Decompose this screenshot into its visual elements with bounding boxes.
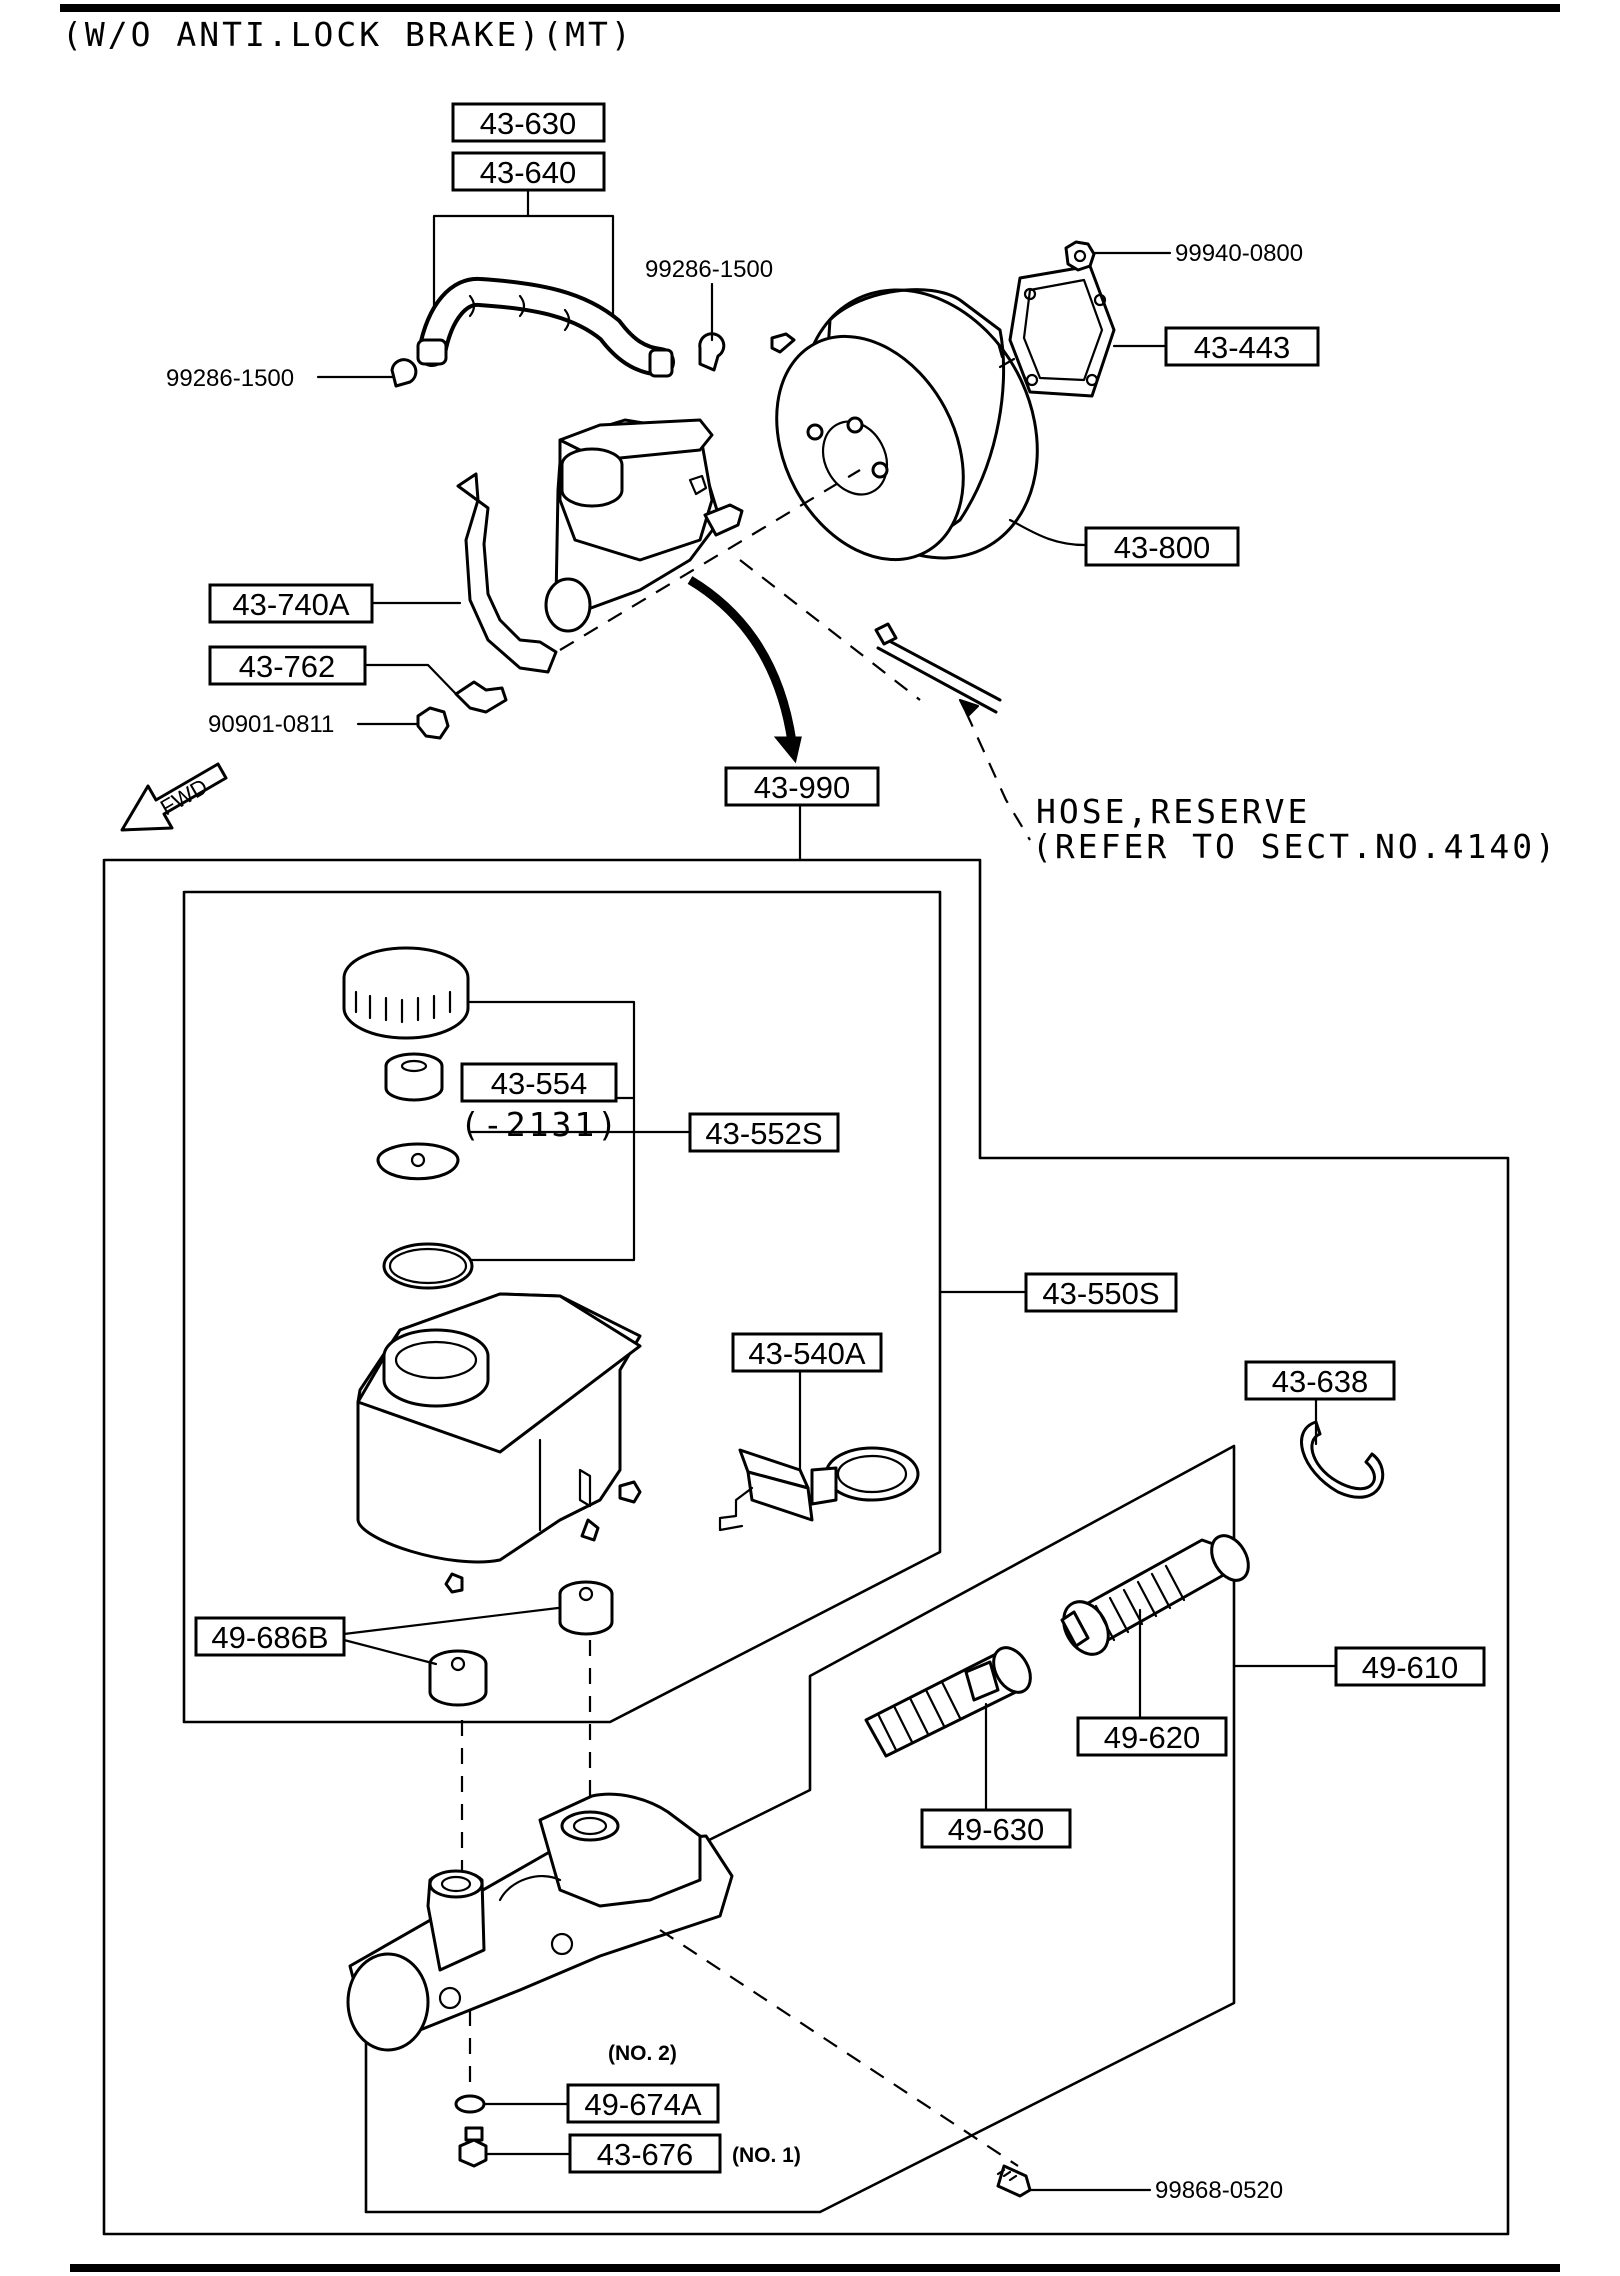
bracket-43-762 — [454, 680, 508, 714]
label-49-610: 49-610 — [1334, 1646, 1486, 1687]
label-43-640: 43-640 — [451, 151, 606, 192]
label-49-620: 49-620 — [1076, 1716, 1228, 1757]
bolt-99868 — [996, 2164, 1032, 2198]
label-43-990: 43-990 — [724, 766, 880, 807]
grommet-rear — [558, 1580, 614, 1636]
primary-piston — [1060, 1534, 1250, 1656]
label-43-554-note: (-2131) — [460, 1105, 620, 1144]
label-43-800: 43-800 — [1084, 526, 1240, 567]
svg-text:43-540A: 43-540A — [748, 1336, 866, 1371]
svg-text:43-762: 43-762 — [239, 649, 336, 684]
label-43-443: 43-443 — [1164, 326, 1320, 367]
note-hose-reserve: HOSE,RESERVE — [1036, 792, 1310, 831]
nut-99940 — [1064, 240, 1096, 272]
svg-text:49-674A: 49-674A — [584, 2087, 702, 2122]
label-43-554: 43-554 — [460, 1062, 618, 1103]
label-99940-0800: 99940-0800 — [1175, 240, 1303, 267]
booster-gasket — [1008, 264, 1116, 398]
diagram-title: (W/O ANTI.LOCK BRAKE)(MT) — [62, 15, 634, 54]
label-49-674a: 49-674A — [566, 2083, 720, 2124]
frame-cylinder — [364, 1444, 1236, 2214]
label-43-762: 43-762 — [208, 645, 367, 686]
label-no-2: (NO. 2) — [608, 2042, 677, 2065]
svg-text:43-640: 43-640 — [480, 155, 577, 190]
hose-clamp-left — [390, 358, 418, 388]
bleeder-screw-43-676 — [458, 2126, 488, 2168]
grommet-front — [428, 1649, 488, 1707]
hose-reserve — [874, 622, 1002, 714]
svg-text:49-610: 49-610 — [1362, 1650, 1459, 1685]
svg-text:43-630: 43-630 — [480, 106, 577, 141]
label-43-676: 43-676 — [568, 2133, 722, 2174]
master-cylinder-body — [346, 1792, 734, 2052]
label-43-638: 43-638 — [1244, 1360, 1396, 1401]
svg-text:49-630: 49-630 — [948, 1812, 1045, 1847]
svg-text:43-990: 43-990 — [754, 770, 851, 805]
o-ring-49-674a — [454, 2094, 486, 2114]
svg-text:49-620: 49-620 — [1104, 1720, 1201, 1755]
diaphragm — [376, 1142, 460, 1181]
label-99286-1500-right: 99286-1500 — [645, 256, 773, 283]
note-refer-section: (REFER TO SECT.NO.4140) — [1032, 827, 1558, 866]
hose-clamp-right — [698, 332, 726, 372]
strainer-43-554 — [384, 1052, 444, 1102]
o-ring — [382, 1242, 474, 1290]
svg-text:43-550S: 43-550S — [1042, 1276, 1159, 1311]
bracket-43-740a — [456, 472, 558, 674]
svg-text:49-686B: 49-686B — [211, 1620, 328, 1655]
level-switch — [718, 1446, 920, 1532]
reservoir-tank — [356, 1292, 642, 1594]
frame-outer — [102, 858, 1510, 2236]
svg-text:43-676: 43-676 — [597, 2137, 694, 2172]
label-43-550s: 43-550S — [1024, 1272, 1178, 1313]
label-99868-0520: 99868-0520 — [1155, 2177, 1283, 2204]
label-49-686b: 49-686B — [194, 1616, 346, 1657]
label-43-630: 43-630 — [451, 102, 606, 143]
label-49-630: 49-630 — [920, 1808, 1072, 1849]
label-no-1: (NO. 1) — [732, 2144, 801, 2167]
label-43-552s: 43-552S — [688, 1112, 840, 1153]
svg-text:43-800: 43-800 — [1114, 530, 1211, 565]
vacuum-hose — [416, 276, 675, 378]
secondary-piston — [864, 1646, 1032, 1758]
svg-text:43-554: 43-554 — [491, 1066, 588, 1101]
snap-ring — [1300, 1420, 1385, 1499]
svg-text:43-740A: 43-740A — [232, 587, 350, 622]
label-90901-0811: 90901-0811 — [208, 711, 334, 738]
reservoir-cap — [342, 946, 470, 1040]
frame-reservoir — [182, 890, 942, 1724]
master-cylinder-assembly — [544, 418, 744, 633]
fwd-arrow-icon: FWD — [120, 762, 228, 832]
svg-text:43-443: 43-443 — [1194, 330, 1291, 365]
svg-text:43-638: 43-638 — [1272, 1364, 1369, 1399]
label-99286-1500-left: 99286-1500 — [166, 365, 294, 392]
label-43-740a: 43-740A — [208, 583, 374, 624]
nut-90901 — [416, 706, 450, 740]
svg-text:43-552S: 43-552S — [705, 1116, 822, 1151]
brake-booster — [770, 288, 1039, 562]
label-43-540a: 43-540A — [731, 1332, 883, 1373]
